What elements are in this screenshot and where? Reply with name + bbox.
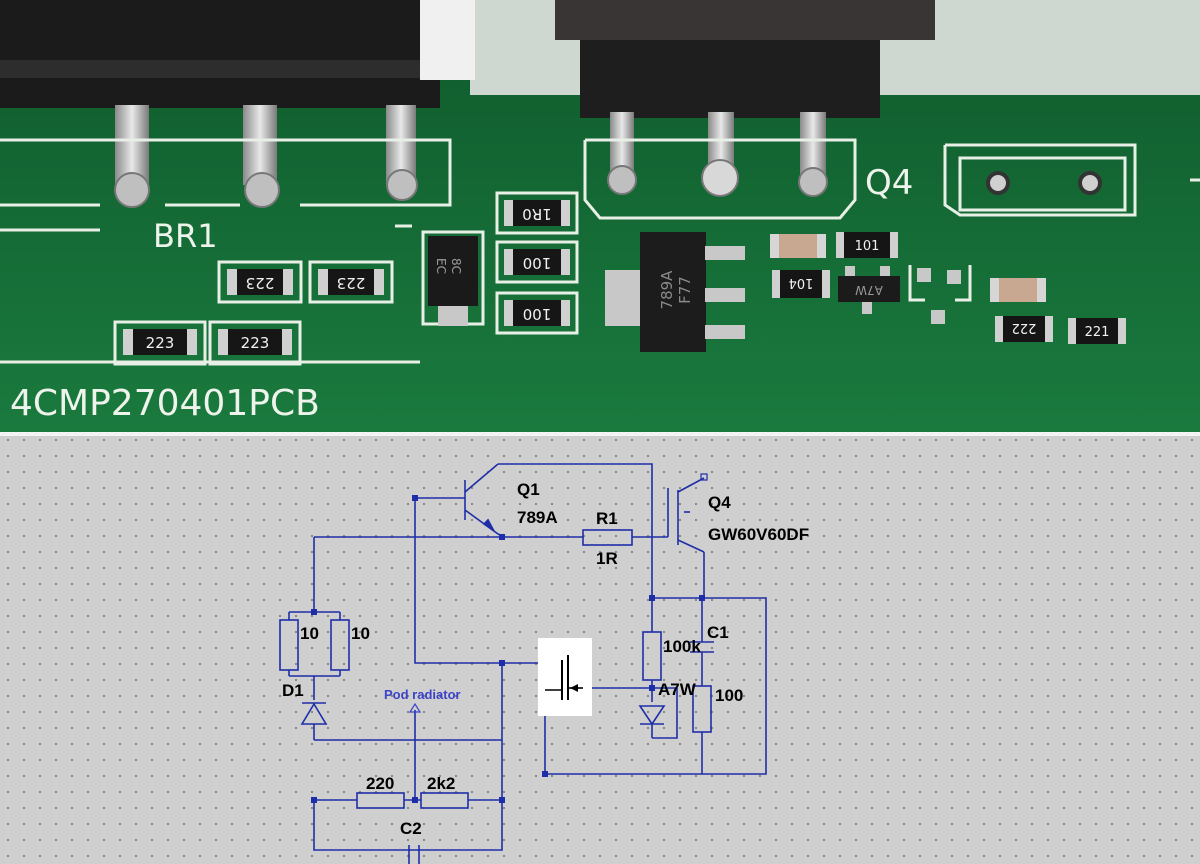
r-100-value: 100 xyxy=(715,686,743,705)
junctions xyxy=(311,495,705,803)
c2-symbol xyxy=(408,845,420,864)
pad-hole-2 xyxy=(1078,171,1102,195)
pcb-photo: BR1 Q4 4CMP270401PCB 223 223 223 xyxy=(0,0,1200,432)
board-id: 4CMP270401PCB xyxy=(10,383,320,424)
q4-name: Q4 xyxy=(708,493,731,512)
smd-resistor-221: 221 xyxy=(1068,318,1126,344)
schematic: Q1 789A R1 1R Q4 GW60V60DF 10 10 D1 Pod … xyxy=(0,436,1200,864)
q4-terminal xyxy=(700,473,708,481)
q1-value: 789A xyxy=(517,508,558,527)
smd-marking-2: 223 xyxy=(337,274,366,292)
photo-divider xyxy=(0,432,1200,436)
marking-100a: 100 xyxy=(523,254,552,272)
q4-label: Q4 xyxy=(865,163,913,203)
radiator-flag xyxy=(408,702,422,713)
diode-code-2: 8C xyxy=(449,258,463,274)
regulator-marking-1: 789A xyxy=(658,270,676,310)
marking-222: 222 xyxy=(1012,320,1037,335)
igbt-q4 xyxy=(555,0,935,197)
smd-capacitor-2 xyxy=(990,278,1046,302)
marking-221: 221 xyxy=(1085,325,1110,340)
smd-resistor-101: 101 xyxy=(836,232,898,258)
r-2k2-symbol xyxy=(420,792,469,809)
smd-resistor-1: 223 xyxy=(217,260,303,304)
r-100-symbol xyxy=(692,685,712,733)
r1-symbol xyxy=(582,529,633,546)
zener-symbol xyxy=(638,705,666,726)
schematic-grid xyxy=(0,436,1200,864)
pad-small-1 xyxy=(917,268,931,282)
smd-resistor-222: 222 xyxy=(995,316,1053,342)
marking-101: 101 xyxy=(855,239,880,254)
regulator-q1: 789A F77 xyxy=(605,232,745,352)
smd-capacitor-1 xyxy=(770,234,826,258)
d1-name: D1 xyxy=(282,681,304,700)
bridge-pins xyxy=(114,105,418,208)
r1-value: 1R xyxy=(596,549,618,568)
smd-resistor-1r0: 1R0 xyxy=(495,191,579,235)
smd-marking-3: 223 xyxy=(146,334,175,352)
regulator-marking-2: F77 xyxy=(676,276,694,304)
c2-name: C2 xyxy=(400,819,422,838)
diode-code-1: EC xyxy=(434,258,448,274)
smd-resistor-2: 223 xyxy=(308,260,394,304)
smd-marking-1: 223 xyxy=(246,274,275,292)
smd-marking-4: 223 xyxy=(241,334,270,352)
marking-104: 104 xyxy=(789,275,814,290)
pod-radiator-note: Pod radiator xyxy=(384,687,461,702)
marking-100b: 100 xyxy=(523,305,552,323)
bridge-rectifier xyxy=(0,0,475,108)
q1-name: Q1 xyxy=(517,480,540,499)
bridge-label: BR1 xyxy=(153,217,218,255)
q4-pad-outline xyxy=(958,156,1127,212)
q4-value: GW60V60DF xyxy=(708,525,809,544)
r-220-value: 220 xyxy=(366,774,394,793)
res-10b-value: 10 xyxy=(351,624,370,643)
resistor-symbols xyxy=(279,529,712,809)
r-2k2-value: 2k2 xyxy=(427,774,455,793)
diode-d1: EC 8C xyxy=(421,230,485,326)
schematic-wires xyxy=(288,463,767,851)
c1-symbol xyxy=(690,641,714,653)
r-10a-symbol xyxy=(279,619,299,671)
r-10b-symbol xyxy=(330,619,350,671)
r-220-symbol xyxy=(356,792,405,809)
res-10a-value: 10 xyxy=(300,624,319,643)
d1-symbol xyxy=(300,702,328,725)
smd-resistor-4: 223 xyxy=(208,320,302,366)
r-100k-symbol xyxy=(642,631,662,681)
r-100k-value: 100k xyxy=(663,637,701,656)
pad-small-2 xyxy=(947,270,961,284)
c1-name: C1 xyxy=(707,623,729,642)
q1-symbol xyxy=(464,463,499,535)
marking-a7w: A7W xyxy=(855,283,883,297)
pad-small-3 xyxy=(931,310,945,324)
smd-resistor-3: 223 xyxy=(113,320,207,366)
smd-resistor-104: 104 xyxy=(772,270,830,298)
sot23-outline-right xyxy=(908,265,972,302)
zener-value: A7W xyxy=(658,680,697,699)
smd-resistor-100b: 100 xyxy=(495,291,579,335)
mosfet-symbol xyxy=(538,638,592,716)
sot23-zener: A7W xyxy=(838,266,900,314)
marking-1r0: 1R0 xyxy=(522,205,552,223)
smd-resistor-100a: 100 xyxy=(495,240,579,284)
r1-name: R1 xyxy=(596,509,618,528)
pad-hole-1 xyxy=(986,171,1010,195)
